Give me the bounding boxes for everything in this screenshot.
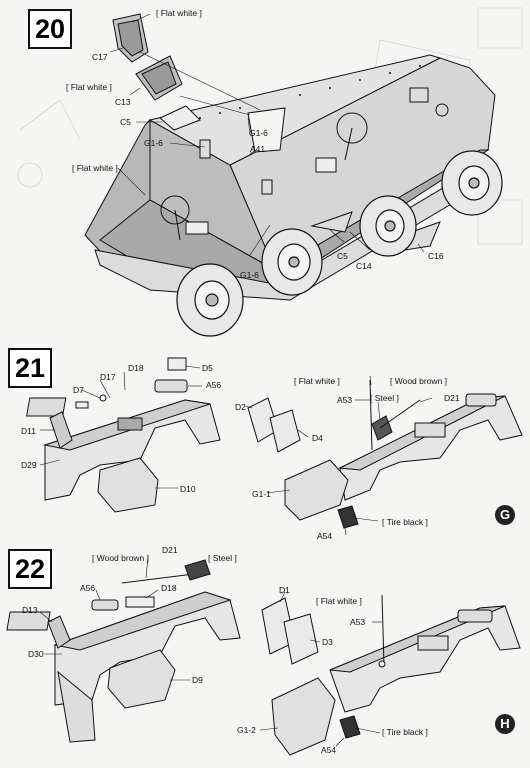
part-label-d4: D4 <box>312 433 323 443</box>
part-label-d7: D7 <box>73 385 84 395</box>
part-label-g1-6-left: G1-6 <box>144 138 163 148</box>
paint-callout-c17: [ Flat white ] <box>156 8 202 18</box>
wheel-front-left <box>176 263 244 337</box>
paint-callout-tire-22: [ Tire black ] <box>382 727 428 737</box>
part-label-d29: D29 <box>21 460 37 470</box>
step20-leader-lines <box>109 13 425 256</box>
part-label-d17: D17 <box>100 372 116 382</box>
paint-callout-d21-22: [ Wood brown ] <box>92 553 150 563</box>
part-label-a56: A56 <box>206 380 222 390</box>
paint-callout-steel-21: [ Steel ] <box>370 393 399 403</box>
part-label-a54-21: A54 <box>317 531 333 541</box>
part-label-g1-6-lower: G1-6 <box>240 270 259 280</box>
part-label-a41: A41 <box>250 144 266 154</box>
wheel-front-mid <box>261 228 323 296</box>
paint-callout-hull: [ Flat white ] <box>72 163 118 173</box>
part-label-c5-lower: C5 <box>337 251 348 261</box>
part-label-d21-21: D21 <box>444 393 460 403</box>
paint-callout-tire-21: [ Tire black ] <box>382 517 428 527</box>
part-label-a53-22: A53 <box>350 617 366 627</box>
part-label-d5: D5 <box>202 363 213 373</box>
part-label-d1: D1 <box>279 585 290 595</box>
view-mark-g: G <box>495 505 515 525</box>
step21-leader-lines <box>39 365 433 536</box>
step20-hull-drawing <box>84 54 501 301</box>
step22-drawing <box>6 559 521 756</box>
part-label-d11: D11 <box>21 426 36 436</box>
part-label-c13: C13 <box>115 97 131 107</box>
part-label-g1-2: G1-2 <box>237 725 256 735</box>
wheel-rear <box>441 150 503 216</box>
part-label-c16: C16 <box>428 251 444 261</box>
part-label-a53-21: A53 <box>337 395 353 405</box>
step-number-22: 22 <box>8 549 52 589</box>
part-label-d9: D9 <box>192 675 203 685</box>
part-label-c5-top: C5 <box>120 117 131 127</box>
part-label-d21-22: D21 <box>162 545 178 555</box>
part-label-d30: D30 <box>28 649 44 659</box>
part-label-d18-22: D18 <box>161 583 177 593</box>
step20-exploded-parts <box>112 13 441 251</box>
step-number-21: 21 <box>8 348 52 388</box>
view-mark-h: H <box>495 714 515 734</box>
part-label-g1-1: G1-1 <box>252 489 271 499</box>
part-label-g1-6-center: G1-6 <box>249 128 268 138</box>
step20-wheels <box>176 150 503 337</box>
part-label-c14: C14 <box>356 261 372 271</box>
part-label-d10: D10 <box>180 484 196 494</box>
part-label-d3: D3 <box>322 637 333 647</box>
wheel-rear-mid <box>359 195 417 257</box>
part-label-d2: D2 <box>235 402 246 412</box>
paint-callout-a53-21: [ Flat white ] <box>294 376 340 386</box>
part-label-d18: D18 <box>128 363 144 373</box>
step-number-20: 20 <box>28 9 72 49</box>
part-label-a56-22: A56 <box>80 583 96 593</box>
paint-callout-steel-22: [ Steel ] <box>208 553 237 563</box>
part-label-c17: C17 <box>92 52 108 62</box>
part-label-a54-22: A54 <box>321 745 337 755</box>
step21-drawing <box>26 357 523 529</box>
part-label-d13: D13 <box>22 605 38 615</box>
paint-callout-d21-21: [ Wood brown ] <box>390 376 448 386</box>
paint-callout-c13: [ Flat white ] <box>66 82 112 92</box>
paint-callout-a53-22: [ Flat white ] <box>316 596 362 606</box>
step22-leader-lines <box>39 555 382 747</box>
